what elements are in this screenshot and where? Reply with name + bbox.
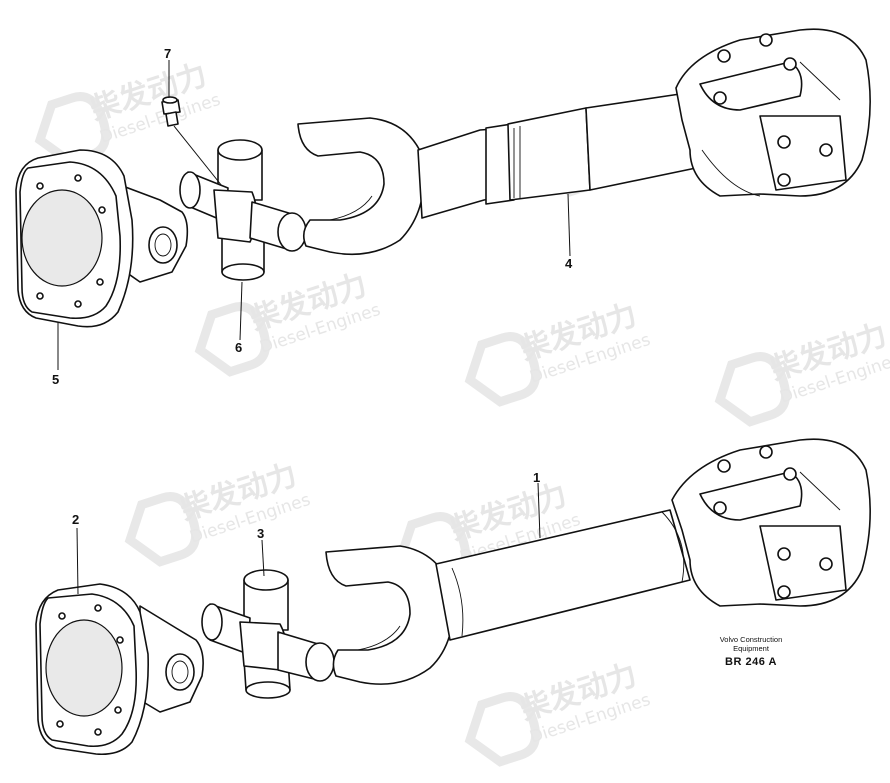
propeller-shaft-upper (297, 28, 871, 256)
caption-company-sub: Equipment (733, 644, 769, 653)
callout-6: 6 (235, 340, 242, 355)
caption-drawing-code: BR 246 A (725, 656, 777, 668)
callout-1: 1 (533, 470, 540, 485)
universal-joint-lower (201, 569, 335, 699)
leader-lines (57, 60, 571, 595)
leader-1 (537, 482, 541, 539)
callout-3: 3 (257, 526, 264, 541)
callout-2: 2 (72, 512, 79, 527)
leader-7b (173, 125, 223, 187)
universal-joint-upper (179, 139, 307, 281)
grease-nipple (161, 96, 181, 127)
upper-assembly (15, 28, 871, 328)
callout-5: 5 (52, 372, 59, 387)
flange-yoke-lower (35, 583, 204, 756)
lower-assembly (35, 438, 871, 756)
leader-3 (261, 539, 265, 577)
watermark-tile: 柴发动力 Diesel-Engines (464, 297, 653, 407)
watermark-tile: 柴发动力 Diesel-Engines (194, 267, 383, 377)
callout-4: 4 (565, 256, 573, 271)
watermark-tile: 柴发动力 Diesel-Engines (124, 457, 313, 567)
leader-2 (76, 527, 79, 595)
watermark-tile: 柴发动力 Diesel-Engines (714, 317, 890, 427)
caption-company: Volvo Construction (719, 635, 783, 644)
leader-6 (239, 281, 243, 341)
drawing-caption: Volvo Construction Equipment BR 246 A (696, 635, 806, 668)
propeller-shaft-lower (325, 438, 871, 685)
watermark-tile: 柴发动力 Diesel-Engines (464, 657, 653, 767)
flange-yoke-upper (15, 149, 189, 328)
callout-labels: 7 6 5 4 1 2 3 (52, 46, 573, 541)
leader-4 (567, 193, 571, 257)
callout-7: 7 (164, 46, 171, 61)
